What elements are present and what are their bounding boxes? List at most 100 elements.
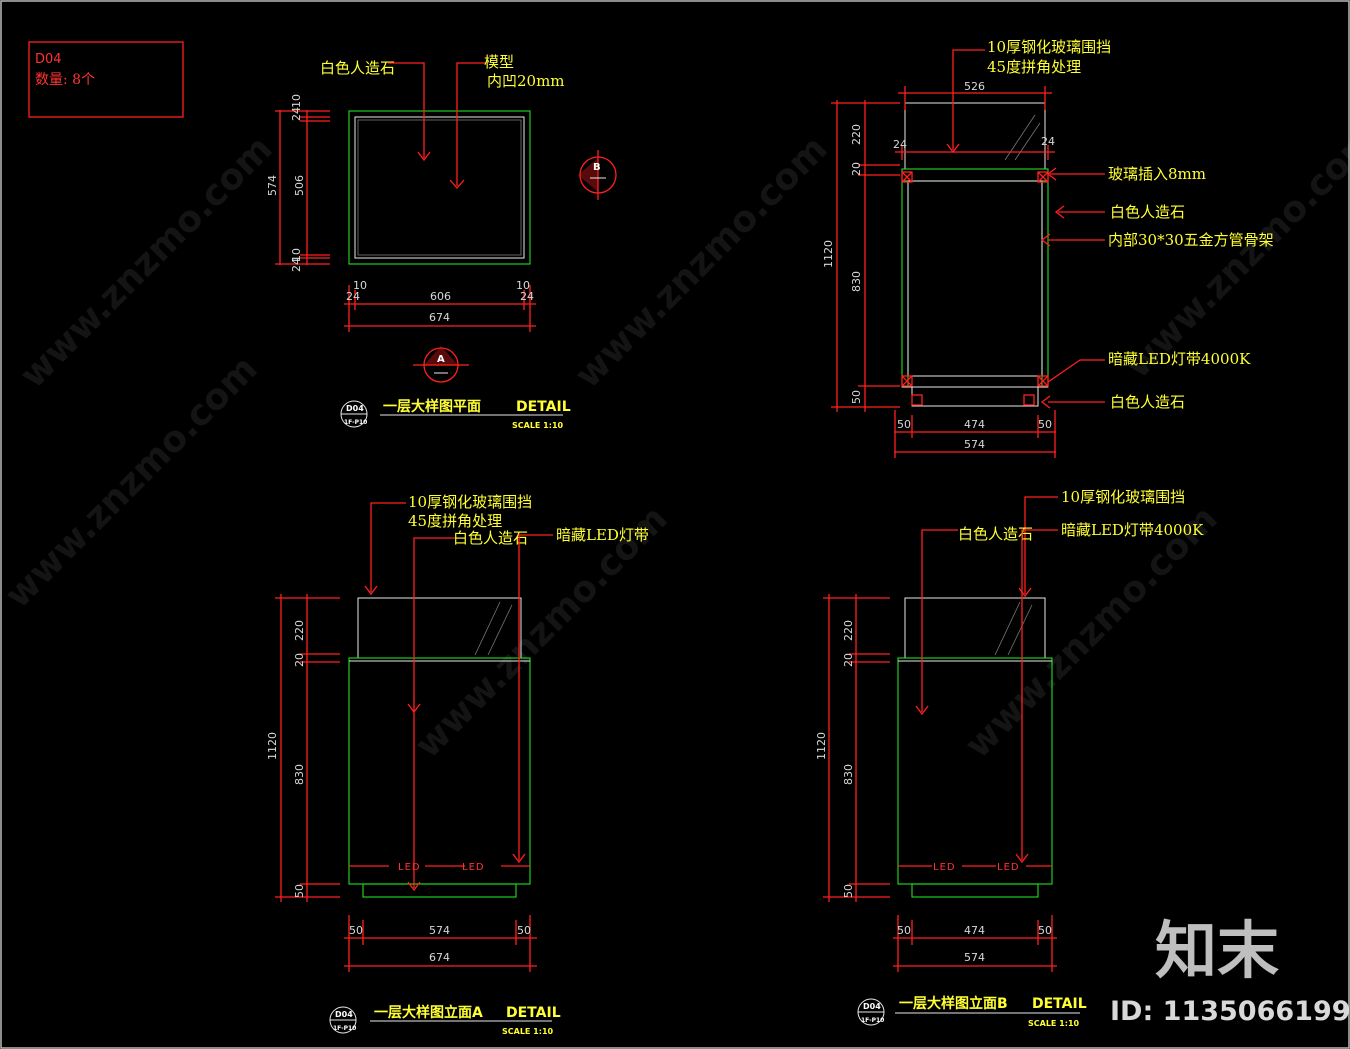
section-right-wall bbox=[1041, 180, 1049, 388]
drawing-code: D04 bbox=[35, 52, 62, 67]
section-left-dim-lines bbox=[831, 100, 900, 412]
section-dim-bottom-1: 474 bbox=[964, 418, 985, 431]
section-dim-left-3: 830 bbox=[850, 271, 863, 292]
section-view: 10厚钢化玻璃围挡 45度拼角处理 玻璃插入8mm 白色人造石 内部30*30五… bbox=[822, 38, 1274, 458]
section-frame-label: 内部30*30五金方管骨架 bbox=[1108, 231, 1274, 249]
plan-dim-bottom-1: 24 bbox=[346, 290, 360, 303]
section-dim-bottom-0: 50 bbox=[897, 418, 911, 431]
section-top-dim-lines bbox=[895, 86, 1055, 160]
section-glass-leader bbox=[952, 49, 985, 150]
elev-a-title-tag-top: D04 bbox=[335, 1010, 353, 1019]
elev-b-plinth bbox=[911, 883, 1039, 898]
leader-arrow-icon bbox=[417, 151, 431, 162]
elev-a-dim-left-3: 830 bbox=[293, 764, 306, 785]
plan-dim-left-1: 10 bbox=[290, 94, 303, 108]
elev-b-dim-left-1: 20 bbox=[842, 653, 855, 667]
leader-arrow-icon bbox=[1054, 205, 1065, 219]
section-glass bbox=[904, 102, 1046, 170]
plan-bottom-dim-lines bbox=[344, 285, 536, 332]
elev-a-bottom-dim-lines bbox=[344, 915, 537, 972]
plan-outer-outline bbox=[348, 110, 531, 265]
section-tube-icon bbox=[901, 375, 913, 387]
section-plinth bbox=[911, 386, 1039, 407]
section-glass-label-2: 45度拼角处理 bbox=[987, 58, 1081, 76]
section-marker-a-letter: A bbox=[437, 354, 445, 365]
elev-b-dim-left-0: 220 bbox=[842, 620, 855, 641]
section-tube-icon bbox=[1037, 375, 1049, 387]
plan-title-block: D04 1F-P10 一层大样图平面 DETAIL SCALE 1:10 bbox=[340, 398, 571, 430]
elev-a-glass-label-1: 10厚钢化玻璃围挡 bbox=[408, 493, 532, 511]
plan-scale: SCALE 1:10 bbox=[512, 421, 564, 430]
elev-a-dim-left-2: 1120 bbox=[266, 732, 279, 760]
elev-b-title-tag-top: D04 bbox=[863, 1002, 881, 1011]
elev-b-title-block: D04 1F-P10 一层大样图立面B DETAIL SCALE 1:10 bbox=[857, 995, 1087, 1028]
elev-a-plinth bbox=[362, 883, 517, 898]
elev-b-title-en: DETAIL bbox=[1032, 996, 1087, 1012]
plan-groove-label-2: 内凹20mm bbox=[487, 72, 565, 90]
leader-arrow-icon bbox=[364, 585, 378, 596]
leader-arrow-icon bbox=[1040, 233, 1051, 247]
plan-groove-label-1: 模型 bbox=[484, 53, 514, 71]
watermark-text: www.znzmo.com bbox=[1117, 118, 1350, 386]
elev-a-dim-bottom-total: 674 bbox=[429, 951, 450, 964]
elev-a-stone-label: 白色人造石 bbox=[453, 529, 528, 547]
elev-a-dim-left-0: 220 bbox=[293, 620, 306, 641]
section-marker-b: B bbox=[578, 150, 617, 200]
section-dim-bottom-2: 50 bbox=[1038, 418, 1052, 431]
elev-b-title-tag-bottom: 1F-P10 bbox=[861, 1017, 884, 1024]
plan-dim-left-4: 10 bbox=[290, 248, 303, 262]
quantity-label: 数量: 8个 bbox=[35, 72, 95, 88]
elev-a-left-dim-lines bbox=[275, 594, 340, 902]
brand-id-text: ID: 1135066199 bbox=[1110, 996, 1350, 1027]
leader-arrow-icon bbox=[449, 179, 465, 189]
plan-view: 白色人造石 模型 内凹20mm 24 10 506 574 10 24 bbox=[266, 53, 571, 430]
plan-title-tag-bottom: 1F-P10 bbox=[344, 419, 367, 426]
elev-b-dim-bottom-total: 574 bbox=[964, 951, 985, 964]
plan-dim-left-0: 24 bbox=[290, 107, 303, 121]
leader-arrow-icon bbox=[512, 853, 526, 864]
elev-a-title-block: D04 1F-P10 一层大样图立面A DETAIL SCALE 1:10 bbox=[329, 1004, 561, 1036]
leader-arrow-icon bbox=[407, 881, 421, 892]
elev-b-led-label: 暗藏LED灯带4000K bbox=[1061, 521, 1204, 539]
elev-b-bottom-dim-lines bbox=[893, 915, 1057, 972]
section-dim-left-4: 50 bbox=[850, 390, 863, 404]
leader-arrow-icon bbox=[915, 705, 929, 716]
elev-b-dim-bottom-0: 50 bbox=[897, 924, 911, 937]
plan-inner-outline bbox=[354, 116, 525, 259]
section-tube-icon bbox=[1023, 394, 1035, 406]
elev-a-dim-bottom-1: 574 bbox=[429, 924, 450, 937]
plan-groove-leader bbox=[456, 62, 485, 186]
elev-a-dim-left-1: 20 bbox=[293, 653, 306, 667]
elev-a-scale: SCALE 1:10 bbox=[502, 1027, 554, 1036]
plan-stone-leader bbox=[388, 62, 425, 158]
section-frame bbox=[907, 180, 1043, 377]
elev-a-title: 一层大样图立面A bbox=[374, 1004, 483, 1021]
plan-dim-left-5: 24 bbox=[290, 258, 303, 272]
elev-a-led-mark: LED bbox=[462, 862, 485, 873]
elev-b-left-dim-lines bbox=[823, 594, 890, 902]
brand-watermark: 知末 ID: 1135066199 bbox=[1110, 914, 1350, 1027]
elev-b-title: 一层大样图立面B bbox=[899, 995, 1008, 1012]
section-dim-left-1: 20 bbox=[850, 162, 863, 176]
plan-stone-label: 白色人造石 bbox=[320, 59, 395, 77]
section-top-slab bbox=[901, 168, 1049, 182]
leader-arrow-icon bbox=[1046, 167, 1057, 181]
watermark-text: www.znzmo.com bbox=[567, 128, 835, 396]
section-bottom-dim-lines bbox=[894, 410, 1056, 458]
leader-arrow-icon bbox=[1018, 587, 1032, 598]
section-tube-icon bbox=[1037, 171, 1049, 183]
elev-b-glass-label: 10厚钢化玻璃围挡 bbox=[1061, 488, 1185, 506]
elev-b-scale: SCALE 1:10 bbox=[1028, 1019, 1080, 1028]
section-dim-side-left: 24 bbox=[893, 138, 907, 151]
section-glass-label-1: 10厚钢化玻璃围挡 bbox=[987, 38, 1111, 56]
plan-title-en: DETAIL bbox=[516, 399, 571, 415]
elev-a-led-mark: LED bbox=[398, 862, 421, 873]
info-box-frame bbox=[28, 41, 184, 118]
elev-a-title-en: DETAIL bbox=[506, 1005, 561, 1021]
section-marker-a: A bbox=[413, 346, 469, 383]
section-tube-icon bbox=[901, 171, 913, 183]
section-stone-bottom-label: 白色人造石 bbox=[1110, 393, 1185, 411]
elev-b-dim-bottom-2: 50 bbox=[1038, 924, 1052, 937]
